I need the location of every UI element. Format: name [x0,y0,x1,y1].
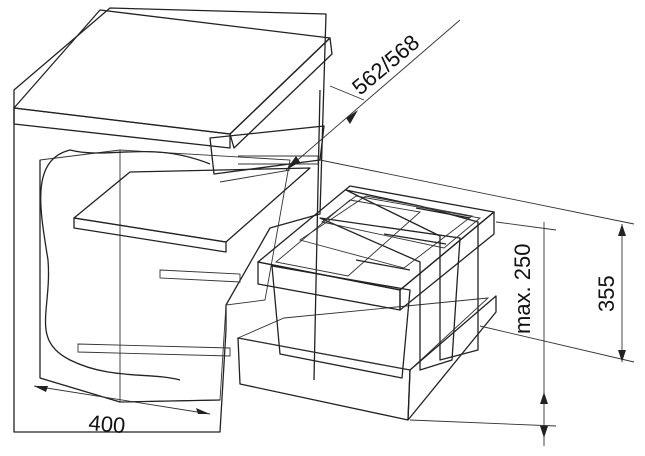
dimension-depth-label: 562/568 [347,30,424,100]
countertop-side [229,37,333,149]
pullout-frame [236,295,497,421]
frame-front-panel [237,337,411,421]
dimension-overall-label: 355 [594,275,619,312]
cabinet-interior [39,149,291,403]
bin-opening-3 [320,195,482,249]
shelf-rail [238,155,319,165]
countertop-top [13,9,331,135]
dimension-max-label: max. 250 [510,244,535,335]
frame-top-rail [236,297,490,371]
dimension-width-label: 400 [88,410,127,438]
dimension-overall-arrow-top [618,224,626,236]
dimension-max-ext-top [495,221,557,231]
dimension-width-arrow-right [196,408,210,414]
dimension-depth-line [285,19,461,171]
bottom-runner [77,343,231,357]
dimension-overall-ext-bottom [479,325,635,363]
bin-handle-3 [415,207,471,219]
bin-handle-1 [355,259,411,271]
countertop-front [13,107,231,149]
bin-frame [257,185,495,311]
cabinet-right-edge [313,89,321,381]
dimension-depth-ext-top [329,85,365,101]
bin-handle-2 [383,233,447,245]
bin-opening-1 [274,199,421,277]
bin-frame-side [399,211,495,311]
dimension-max-arrow-bottom [540,426,548,438]
dimension-depth-arrow-top [346,110,358,124]
cabinet-body [13,7,327,433]
bin-frame-front [257,261,401,311]
bin-middle [319,217,461,371]
lower-runner [159,269,241,283]
dimension-overall-arrow-bottom [618,350,626,362]
dimension-overall-height: 355 [319,159,635,363]
bin-front [271,265,411,379]
dimension-depth-arrow-bottom [286,156,300,170]
dimension-width-arrow-left [34,386,48,392]
dimension-width-line [33,385,211,415]
dimension-max-arrow-top [540,392,548,404]
dimension-depth-ext-bottom [219,169,291,183]
dimension-overall-ext-top [319,159,635,225]
bin-opening-2 [298,195,474,269]
dimension-width: 400 [33,385,211,438]
cabinet-floor-edge [39,377,221,403]
shelf-tray-top [73,167,311,243]
shelf-tray [73,155,319,253]
dimension-max-height: max. 250 [409,221,557,446]
countertop [13,9,333,149]
shelf-tray-front [73,217,227,253]
dimension-max-ext-bottom [409,419,557,427]
cable [40,149,211,381]
cabinet-outer-panel [13,7,327,433]
frame-side [407,295,497,421]
